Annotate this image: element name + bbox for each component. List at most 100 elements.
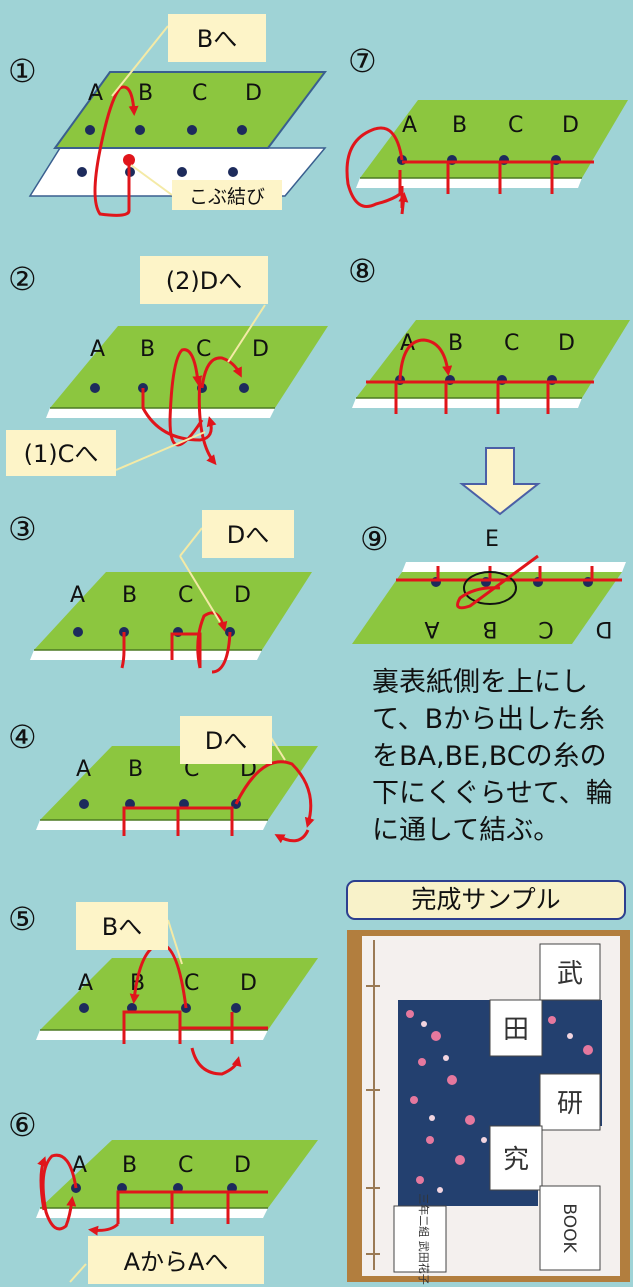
step-7: ⑦ A B C D	[345, 42, 628, 215]
letter-b: B	[128, 757, 143, 782]
thread-a-loop	[41, 1153, 78, 1231]
step-2-number: ②	[8, 260, 37, 298]
step-6-number: ⑥	[8, 1106, 37, 1144]
instruction-line: 下にくぐらせて、輪	[372, 778, 613, 809]
letter-c: C	[504, 331, 519, 356]
down-arrow-icon	[459, 447, 541, 516]
step-2: ② A B C D (2)Dへ (1)Cへ	[6, 256, 328, 476]
board	[50, 326, 328, 408]
letter-b: B	[138, 81, 153, 106]
callout-to-d-text: Dへ	[227, 521, 269, 549]
step-8: ⑧ A B C D	[348, 252, 630, 414]
callout-to-b-text: Bへ	[197, 25, 237, 53]
callout-knot-text: こぶ結び	[189, 186, 265, 208]
callout-to-d-text: Dへ	[205, 727, 247, 755]
instruction-line: て、Bから出した糸	[372, 704, 606, 735]
holes-upper	[85, 125, 247, 135]
upper-cover	[53, 71, 327, 149]
step-6: ⑥ A B C D AからAへ	[8, 1106, 318, 1284]
page-edge	[352, 398, 582, 408]
thread-cd	[180, 1012, 268, 1044]
thread-over-d	[234, 760, 315, 828]
thread-bc	[122, 806, 180, 836]
page-edge	[36, 1208, 268, 1218]
thread-line	[366, 380, 594, 414]
letter-d-flipped: D	[596, 616, 613, 641]
kanji-labels	[393, 943, 601, 1273]
callout-to-d	[140, 256, 268, 304]
letter-b-flipped: B	[482, 616, 497, 641]
thread-path-4	[197, 377, 217, 466]
board	[360, 100, 628, 178]
letter-c: C	[196, 337, 211, 362]
thread-to-a	[88, 1222, 120, 1236]
upside-down-letters: A B C D	[424, 616, 612, 641]
thread-bc	[170, 632, 202, 668]
letter-c: C	[508, 113, 523, 138]
letter-e: E	[485, 527, 499, 552]
thread-bcd	[116, 1190, 268, 1224]
instruction-paragraph: 裏表紙側を上にし て、Bから出した糸 をBA,BE,BCの糸の 下にくぐらせて、…	[372, 664, 633, 849]
callout-to-d-text: (2)Dへ	[166, 267, 242, 295]
thread-step-1	[93, 85, 139, 217]
page-edge	[356, 178, 582, 188]
thread-loop	[211, 631, 232, 674]
letter-a: A	[402, 113, 417, 138]
instruction-line: に通して結ぶ。	[372, 815, 561, 846]
letter-c: C	[178, 583, 193, 608]
board	[40, 958, 318, 1030]
callout-to-c	[6, 430, 116, 476]
page-edge	[30, 650, 262, 660]
step-7-number: ⑦	[348, 42, 377, 80]
letter-d: D	[562, 113, 579, 138]
board	[34, 572, 312, 650]
sample-label-1: 武	[557, 959, 583, 989]
letter-a: A	[72, 1153, 87, 1178]
callout-line	[69, 1263, 87, 1283]
step-3-number: ③	[8, 510, 37, 548]
sample-label-book: BOOK	[559, 1203, 579, 1253]
callout-to-b	[168, 14, 266, 62]
letter-d: D	[245, 81, 262, 106]
letter-c: C	[178, 1153, 193, 1178]
thread-a-arrow	[37, 1156, 47, 1211]
step-5: ⑤ A B C D Bへ	[8, 900, 318, 1076]
step-8-number: ⑧	[348, 252, 377, 290]
letter-a-flipped: A	[424, 616, 439, 641]
board	[352, 572, 622, 644]
callout-a-to-a-text: AからAへ	[124, 1248, 229, 1276]
callout-line	[130, 164, 173, 196]
page-edge-top	[402, 562, 626, 572]
sample-name-label: 三年二組 武田花子	[417, 1193, 431, 1285]
letter-b: B	[140, 337, 155, 362]
letter-b: B	[448, 331, 463, 356]
step-9: ⑨ E A B C D	[352, 520, 626, 644]
step-3: ③ A B C D Dへ	[8, 510, 312, 674]
letter-a: A	[70, 583, 85, 608]
thread-line	[402, 160, 594, 194]
callout-line	[111, 25, 169, 97]
letter-b: B	[452, 113, 467, 138]
letter-a: A	[76, 757, 91, 782]
letter-d: D	[240, 971, 257, 996]
letter-a: A	[400, 331, 415, 356]
letter-d: D	[252, 337, 269, 362]
holes	[73, 627, 235, 637]
sample-label-2: 田	[503, 1015, 529, 1045]
callout-a-to-a	[88, 1236, 264, 1284]
step-1: ① A B C D Bへ こぶ結び	[8, 14, 327, 217]
thread-cd	[178, 806, 234, 836]
callout-line	[179, 527, 203, 557]
letter-d: D	[234, 583, 251, 608]
thread-to-d	[196, 611, 228, 669]
page-edge	[36, 1030, 268, 1040]
callout-knot	[172, 180, 282, 210]
callout-to-d	[202, 510, 294, 558]
letter-d: D	[234, 1153, 251, 1178]
letter-a: A	[88, 81, 103, 106]
letter-c: C	[192, 81, 207, 106]
instruction-line: をBA,BE,BCの糸の	[372, 741, 607, 772]
instruction-line: 裏表紙側を上にし	[372, 667, 588, 698]
thread-knot	[456, 554, 539, 610]
thread-path-1	[141, 388, 217, 442]
